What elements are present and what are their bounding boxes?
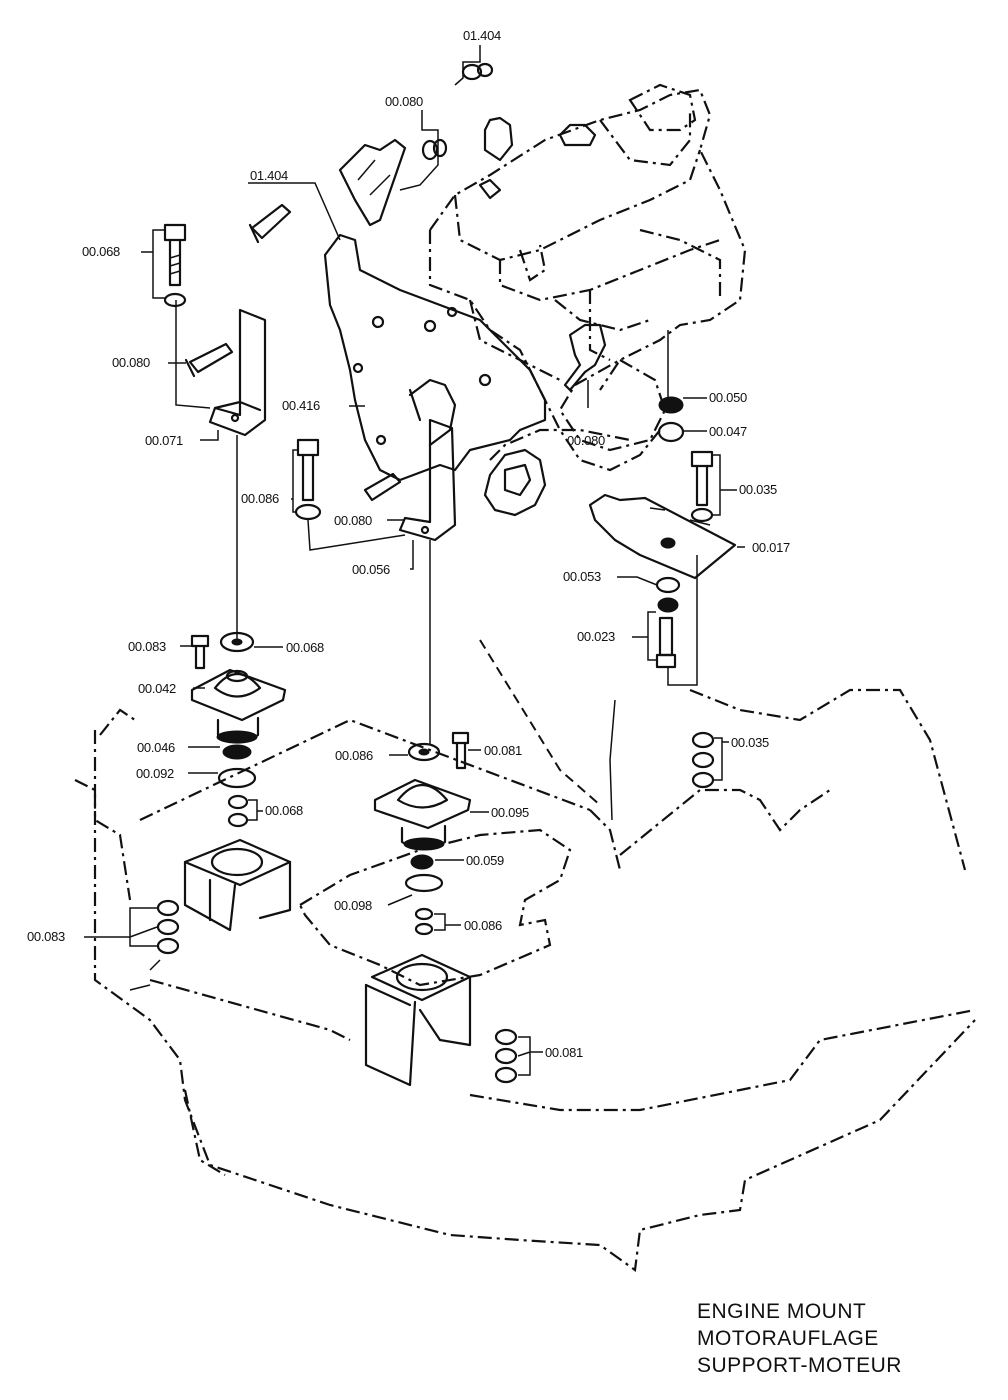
part-callouts: 01.404 00.080 01.404 00.068 00.080 00.41… <box>27 28 790 1060</box>
callout-00035-upper: 00.035 <box>739 482 777 497</box>
callout-01404-top: 01.404 <box>463 28 501 43</box>
callout-00086-upper: 00.086 <box>241 491 279 506</box>
callout-00083-bolt: 00.083 <box>128 639 166 654</box>
callout-00086-mid: 00.086 <box>335 748 373 763</box>
callout-00017: 00.017 <box>752 540 790 555</box>
callout-00050: 00.050 <box>709 390 747 405</box>
rubber-mount-center <box>373 778 472 851</box>
title-german: MOTORAUFLAGE <box>697 1327 879 1350</box>
callout-00023: 00.023 <box>577 629 615 644</box>
callout-00081-stack: 00.081 <box>545 1045 583 1060</box>
callout-00068-washer: 00.068 <box>286 640 324 655</box>
engine-plate <box>323 138 547 482</box>
title-english: ENGINE MOUNT <box>697 1300 867 1323</box>
center-bracket <box>398 418 457 542</box>
mount-pad-center <box>364 953 472 1087</box>
callout-00080-left: 00.080 <box>112 355 150 370</box>
callout-00092: 00.092 <box>136 766 174 781</box>
callout-00068-bolt: 00.068 <box>82 244 120 259</box>
mount-pad-left <box>183 838 292 932</box>
right-bracket <box>588 493 737 580</box>
callout-00080-top: 00.080 <box>385 94 423 109</box>
left-bracket <box>208 308 267 437</box>
rubber-mount-left <box>190 668 287 744</box>
callout-00035-lower: 00.035 <box>731 735 769 750</box>
callout-00053: 00.053 <box>563 569 601 584</box>
leader-lines <box>84 45 745 1076</box>
callout-00098: 00.098 <box>334 898 372 913</box>
callout-00071: 00.071 <box>145 433 183 448</box>
engine-block <box>428 83 747 517</box>
callout-00416: 00.416 <box>282 398 320 413</box>
callout-01404-mid: 01.404 <box>250 168 288 183</box>
callout-00056: 00.056 <box>352 562 390 577</box>
chassis-frame <box>74 639 976 1272</box>
bolts <box>163 203 714 770</box>
callout-00047: 00.047 <box>709 424 747 439</box>
callout-00080-center: 00.080 <box>334 513 372 528</box>
washers-and-nuts <box>156 62 715 1084</box>
callout-00095: 00.095 <box>491 805 529 820</box>
callout-00083-stack: 00.083 <box>27 929 65 944</box>
callout-00086-stack: 00.086 <box>464 918 502 933</box>
callout-00059: 00.059 <box>466 853 504 868</box>
title-french: SUPPORT-MOTEUR <box>697 1354 902 1377</box>
callout-00068-stack: 00.068 <box>265 803 303 818</box>
callout-00046: 00.046 <box>137 740 175 755</box>
callout-00081-bolt: 00.081 <box>484 743 522 758</box>
callout-00080-right: 00.080 <box>567 433 605 448</box>
callout-00042: 00.042 <box>138 681 176 696</box>
